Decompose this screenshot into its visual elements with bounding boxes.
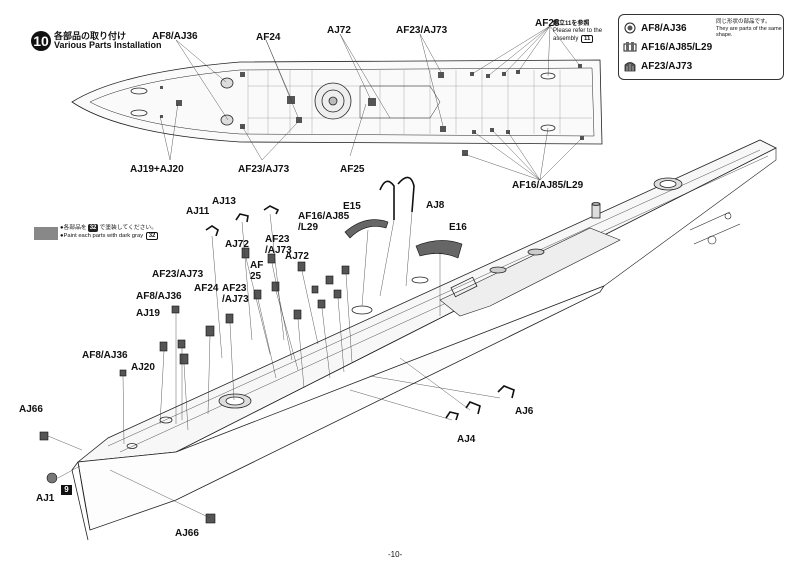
label-aj19: AJ19 [136,308,160,319]
label-af25-top: AF25 [340,164,365,175]
label-aj8: AJ8 [426,200,445,211]
round-fitting-icon [624,22,636,34]
label-af23-aj73-main-a1: AF23 [265,234,290,245]
label-af8-aj36-top: AF8/AJ36 [152,31,198,42]
label-aj72-top: AJ72 [327,25,351,36]
label-aj1: AJ1 [36,493,55,504]
label-af23-aj73-top: AF23/AJ73 [396,25,448,36]
legend-code-af8: AF8/AJ36 [641,22,687,34]
label-aj72-main-b: AJ72 [285,251,309,262]
label-af23-aj73-bottom: AF23/AJ73 [238,164,290,175]
assembly-reference: 組立11を参照 Please refer to the assembly 11 [553,21,602,43]
vent-icon [624,62,636,72]
label-af8-aj36-main-b: AF8/AJ36 [82,350,128,361]
label-aj11: AJ11 [186,206,210,217]
hull-3d-view [71,139,777,541]
main-leader-lines [47,211,501,519]
label-aj20: AJ20 [131,362,155,373]
step-title-en: Various Parts Installation [54,40,162,50]
label-af24-top: AF24 [256,32,281,43]
label-af28: AF28 [535,18,560,29]
same-shape-legend: AF8/AJ36 AF16/AJ85/L29 AF23/AJ73 同じ形状の部品… [618,14,784,80]
label-aj66-b: AJ66 [175,528,199,539]
reference-jp: 組立11を参照 [553,21,590,27]
legend-row-af8: AF8/AJ36 [623,20,687,36]
label-aj13: AJ13 [212,196,236,207]
reference-en-line2: assembly [553,36,579,42]
label-aj4: AJ4 [457,434,476,445]
top-leader-lines [159,25,583,181]
reference-chip: 11 [581,35,594,43]
label-e16: E16 [449,222,467,233]
paint-note-jp-prefix: ●各部品を [60,225,87,231]
label-af24-main: AF24 [194,283,219,294]
step-title-jp: 各部品の取り付け [54,31,127,41]
paint-note-jp-chip: 32 [87,224,99,232]
label-af23-aj73-main-c2: /AJ73 [222,294,249,305]
label-af23-aj73-main-c1: AF23 [222,283,247,294]
legend-note: 同じ形状の部品です。 They are parts of the same sh… [716,19,782,39]
legend-row-af23: AF23/AJ73 [623,58,692,74]
label-af16-aj85-l29-top: AF16/AJ85/L29 [512,180,584,191]
page-number: -10- [388,550,403,559]
label-af25-main-a: AF [250,260,264,271]
legend-row-af16: AF16/AJ85/L29 [623,39,712,55]
step-number: 10 [31,31,51,51]
label-e15: E15 [343,201,361,212]
legend-note-jp: 同じ形状の部品です。 [716,19,771,25]
label-aj6: AJ6 [515,406,534,417]
label-aj19-aj20: AJ19+AJ20 [130,164,184,175]
legend-code-af16: AF16/AJ85/L29 [641,41,713,53]
label-aj72-main-a: AJ72 [225,239,249,250]
legend-code-af23: AF23/AJ73 [641,60,693,72]
label-af16-aj85-main-a: AF16/AJ85 [298,211,350,222]
step-ref-badge: 9 [61,485,72,495]
label-af23-aj73-main-a2: /AJ73 [265,245,292,256]
legend-note-en: They are parts of the same shape. [716,25,782,39]
label-af16-aj85-main-b: /L29 [298,222,319,233]
paint-note-en: ●Paint each parts with dark gray [60,233,144,239]
label-af25-main-b: 25 [250,271,262,282]
label-af8-aj36-main-a: AF8/AJ36 [136,291,182,302]
deck-plan-view [71,59,603,156]
paint-note-en-chip: 32 [145,232,159,240]
paint-note-jp-suffix: で塗装してください。 [99,225,158,231]
paint-color-swatch [34,227,58,240]
label-aj66-a: AJ66 [19,404,43,415]
label-af23-aj73-main-b: AF23/AJ73 [152,269,204,280]
bollard-icon [623,42,637,52]
reference-en-line1: Please refer to the [553,28,603,34]
